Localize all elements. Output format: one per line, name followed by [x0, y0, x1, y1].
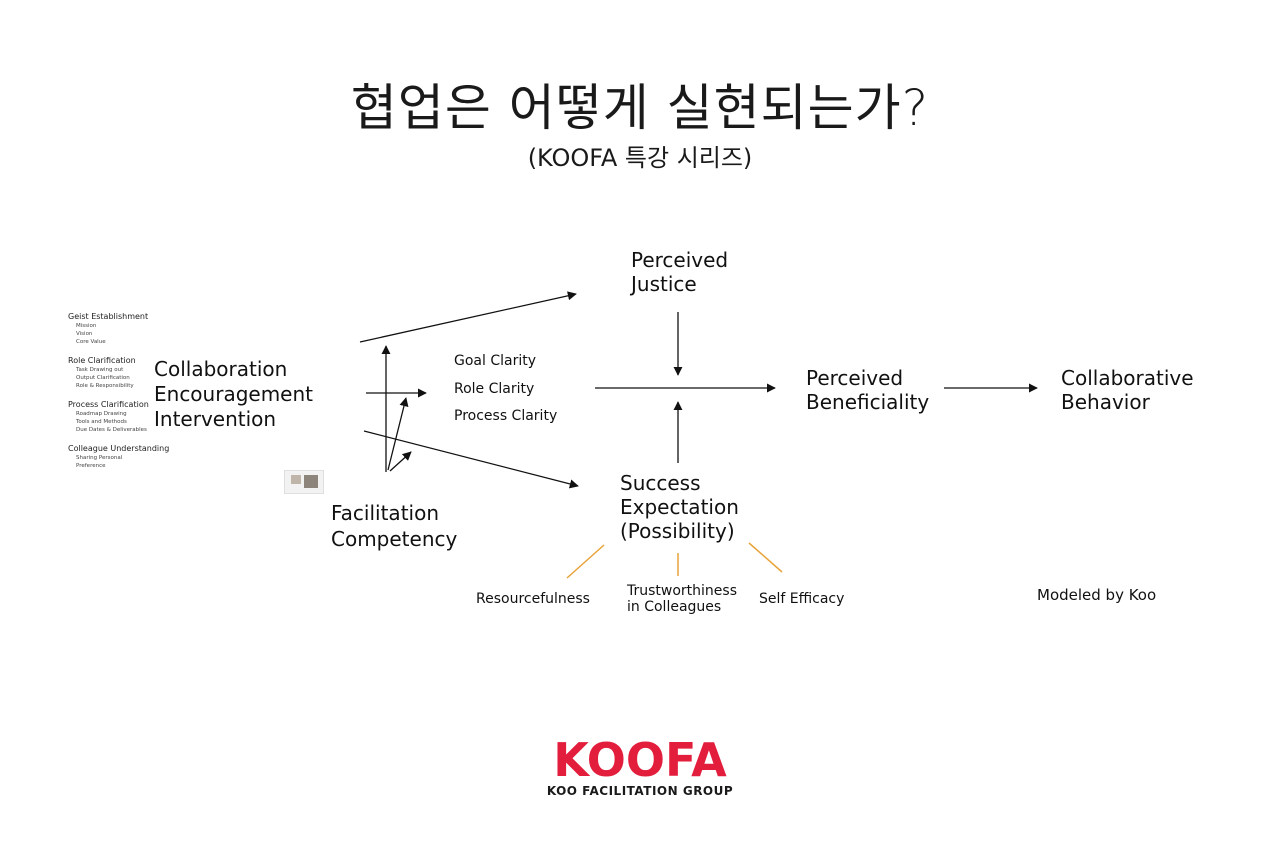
koofa-logo: KOOFA: [553, 733, 727, 787]
node-label: (Possibility): [620, 519, 735, 543]
node-justice: Perceived Justice: [631, 248, 728, 296]
side-heading: Role Clarification: [68, 356, 136, 365]
node-label: Perceived: [631, 248, 729, 272]
side-item: Roadmap Drawing: [76, 411, 127, 417]
factor-line-resourcefulness: [566, 544, 605, 579]
side-group-geist: Geist Establishment Mission Vision Core …: [68, 312, 169, 346]
competency-diagonal-1: [387, 397, 409, 471]
node-label: Justice: [631, 272, 697, 296]
side-heading: Geist Establishment: [68, 312, 149, 321]
node-label: Behavior: [1061, 390, 1150, 414]
competency-diagonal-2: [389, 451, 412, 472]
node-label: Collaborative: [1061, 366, 1194, 390]
side-item: Preference: [76, 463, 106, 469]
node-success: Success Expectation (Possibility): [620, 471, 739, 543]
side-item: Role & Responsibility: [76, 383, 134, 389]
node-label: Collaboration: [154, 357, 288, 381]
factor-resourcefulness: Resourcefulness: [476, 591, 590, 607]
page-title: 협업은 어떻게 실현되는가?: [350, 79, 930, 137]
node-label: Expectation: [620, 495, 739, 519]
side-item: Vision: [76, 331, 93, 337]
node-behavior: Collaborative Behavior: [1061, 366, 1194, 414]
side-group-role: Role Clarification Task Drawing out Outp…: [68, 356, 169, 390]
factor-label: in Colleagues: [627, 599, 722, 615]
node-intervention: Collaboration Encouragement Intervention: [154, 357, 313, 432]
factor-label: Trustworthiness: [627, 583, 738, 599]
side-heading: Colleague Understanding: [68, 444, 170, 453]
side-heading: Process Clarification: [68, 400, 149, 409]
side-item: Due Dates & Deliverables: [76, 427, 147, 433]
node-label: Perceived: [806, 366, 904, 390]
factor-line-self-efficacy: [748, 542, 783, 573]
side-item: Output Clarification: [76, 375, 130, 381]
node-clarity-process: Process Clarity: [454, 408, 558, 424]
node-clarity-role: Role Clarity: [454, 381, 535, 397]
side-item: Sharing Personal: [76, 455, 123, 461]
factor-trustworthiness: Trustworthiness in Colleagues: [627, 583, 737, 615]
arrow-to-success: [363, 430, 579, 489]
side-group-process: Process Clarification Roadmap Drawing To…: [68, 400, 169, 434]
factor-self-efficacy: Self Efficacy: [759, 591, 845, 607]
node-label: Competency: [331, 527, 458, 551]
node-competency: Facilitation Competency: [331, 500, 457, 552]
node-clarity-goal: Goal Clarity: [454, 353, 536, 369]
node-label: Beneficiality: [806, 390, 930, 414]
side-item: Tools and Methods: [76, 419, 127, 425]
side-group-colleague: Colleague Understanding Sharing Personal…: [68, 444, 169, 470]
koofa-logo-subtitle: KOO FACILITATION GROUP: [546, 784, 734, 798]
arrow-to-justice: [359, 291, 577, 343]
intervention-detail-list: Geist Establishment Mission Vision Core …: [68, 312, 169, 480]
node-label: Intervention: [154, 407, 277, 431]
node-label: Facilitation: [331, 501, 439, 525]
workshop-thumbnail-image: [284, 470, 324, 494]
model-credit: Modeled by Koo: [1037, 586, 1157, 604]
node-label: Success: [620, 471, 701, 495]
node-label: Encouragement: [154, 382, 314, 406]
side-item: Mission: [76, 323, 97, 329]
side-item: Core Value: [76, 339, 106, 345]
page-subtitle: (KOOFA 특강 시리즈): [527, 144, 753, 172]
node-beneficiality: Perceived Beneficiality: [806, 366, 929, 414]
side-item: Task Drawing out: [76, 367, 124, 373]
